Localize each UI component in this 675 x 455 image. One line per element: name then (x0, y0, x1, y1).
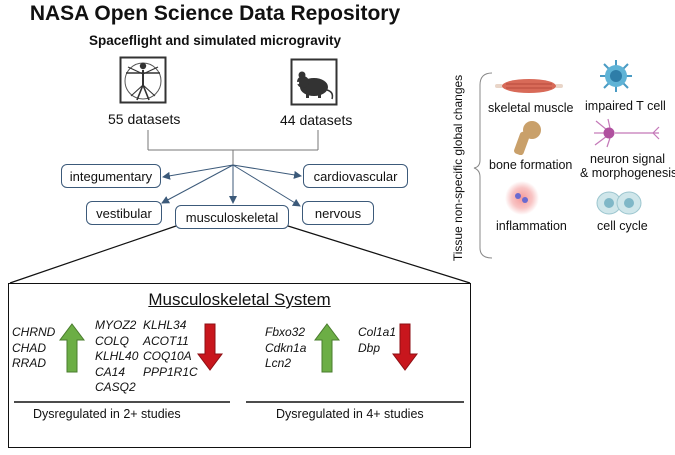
global-changes-label: Tissue non-specific global changes (451, 74, 465, 262)
gene-label: CHRND (12, 325, 56, 339)
gene-label: COQ10A (143, 349, 192, 363)
neuron-icon (593, 118, 661, 148)
global-item-morphogenesis: & morphogenesis (580, 166, 675, 180)
up-arrow-icon (314, 323, 340, 373)
left-down-gene-list-1: MYOZ2 COLQ KLHL40 CA14 CASQ2 (95, 318, 138, 396)
down-arrow-icon (392, 323, 418, 371)
right-down-gene-list: Col1a1 Dbp (358, 325, 396, 356)
gene-label: CHAD (12, 340, 47, 355)
gene-label: MYOZ2 (95, 318, 137, 332)
down-arrow-shape (392, 323, 418, 371)
global-item-cell-cycle: cell cycle (597, 219, 648, 233)
musculoskeletal-panel (8, 283, 471, 448)
gene-label: KLHL34 (143, 318, 187, 332)
vitruvian-man-icon (119, 56, 167, 104)
gene-label: RRAD (12, 356, 47, 370)
human-dataset-count: 55 datasets (108, 111, 181, 127)
gene-label: PPP1R1C (143, 364, 198, 379)
gene-label: CASQ2 (95, 380, 136, 394)
gene-label: Dbp (358, 340, 381, 355)
gene-label: Fbxo32 (265, 325, 306, 339)
mouse-dataset-count: 44 datasets (280, 112, 353, 128)
page-subtitle: Spaceflight and simulated microgravity (88, 33, 342, 48)
left-up-gene-list: CHRND CHAD RRAD (12, 325, 55, 372)
system-vestibular: vestibular (86, 201, 162, 225)
system-musculoskeletal: musculoskeletal (175, 205, 289, 229)
up-arrow-shape (59, 323, 85, 373)
global-item-skeletal-muscle: skeletal muscle (488, 101, 574, 115)
inflammation-icon (504, 180, 540, 216)
right-up-gene-list: Fbxo32 Cdkn1a Lcn2 (265, 325, 306, 372)
cell-division-icon (596, 190, 642, 216)
bone-icon (509, 121, 543, 156)
system-cardiovascular: cardiovascular (303, 164, 408, 188)
gene-label: ACOT11 (143, 333, 189, 348)
global-item-bone-formation: bone formation (489, 158, 573, 172)
up-arrow-icon (59, 323, 85, 373)
down-arrow-icon (197, 323, 223, 371)
muscle-icon (494, 75, 564, 97)
panel-title: Musculoskeletal System (148, 290, 331, 309)
gene-label: KLHL40 (95, 349, 139, 363)
global-item-neuron-signal: neuron signal (590, 152, 666, 166)
system-nervous: nervous (302, 201, 374, 225)
gene-label: Col1a1 (358, 325, 397, 339)
right-footer: Dysregulated in 4+ studies (276, 407, 424, 421)
up-arrow-shape (314, 323, 340, 373)
page-title: NASA Open Science Data Repository (29, 2, 401, 25)
gene-label: COLQ (95, 333, 130, 348)
gene-label: Cdkn1a (265, 340, 307, 355)
global-item-inflammation: inflammation (496, 219, 567, 233)
down-arrow-shape (197, 323, 223, 371)
mouse-icon (290, 58, 338, 106)
left-down-gene-list-2: KLHL34 ACOT11 COQ10A PPP1R1C (143, 318, 198, 380)
system-integumentary: integumentary (61, 164, 161, 188)
global-item-impaired-t-cell: impaired T cell (585, 99, 666, 113)
left-footer: Dysregulated in 2+ studies (33, 407, 181, 421)
t-cell-icon (598, 58, 634, 94)
gene-label: Lcn2 (265, 356, 292, 370)
gene-label: CA14 (95, 364, 126, 379)
